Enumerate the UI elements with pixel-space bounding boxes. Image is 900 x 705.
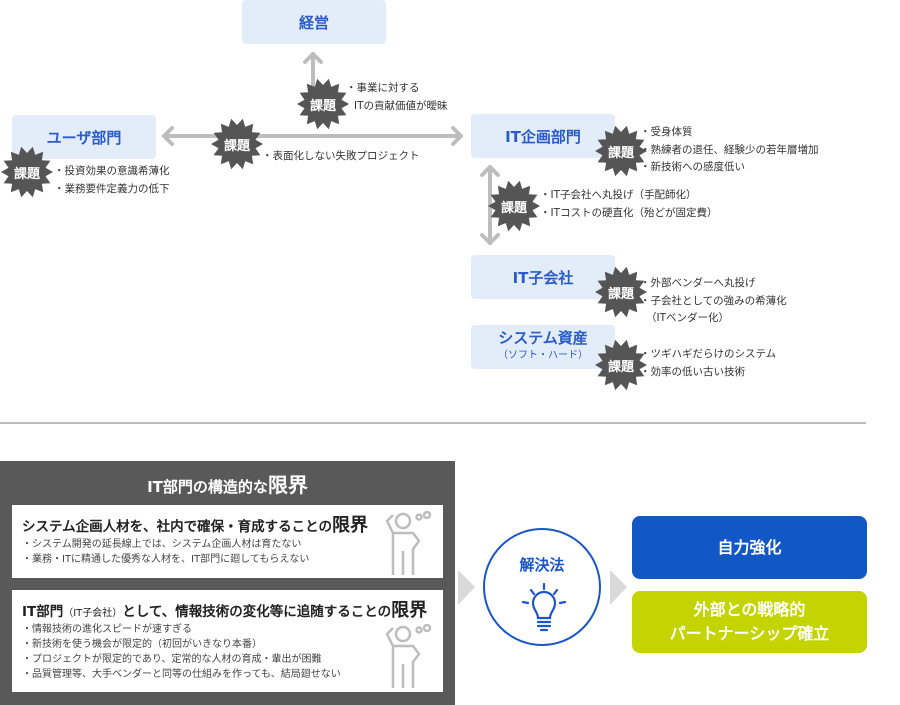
panel-title: IT部門の構造的な限界 xyxy=(0,469,455,498)
issue-badge-label: 課題 xyxy=(223,138,250,154)
title-emph: 限界 xyxy=(331,515,368,536)
issue-burst-icon: 課題 xyxy=(488,180,540,232)
issue-note-management: ・事業に対する ITの貢献価値が曖昧 xyxy=(346,80,448,115)
chevron-right-icon xyxy=(610,570,627,605)
solution-strategic-partnership: 外部との戦略的パートナーシップ確立 xyxy=(632,591,867,653)
issue-item: ・新技術への感度低い xyxy=(640,161,745,173)
limit-item: ・情報技術の進化スピードが速すぎる xyxy=(22,624,192,635)
thinking-person-icon xyxy=(385,511,432,575)
issue-item: ・ツギハギだらけのシステム xyxy=(640,348,777,360)
issue-item: ・子会社としての強みの希薄化 xyxy=(640,294,787,307)
solution-option-label: 自力強化 xyxy=(717,537,782,557)
chevron-right-icon xyxy=(458,570,475,605)
issue-item: ・ITコストの硬直化（殆どが固定費） xyxy=(540,206,718,219)
issue-item: ・受身体質 xyxy=(640,126,693,138)
issue-note-it-subsidiary: ・外部ベンダーへ丸投げ・子会社としての強みの希薄化 （ITベンダー化） xyxy=(640,275,787,328)
issue-badge-label: 課題 xyxy=(607,286,634,302)
limit-box-title: システム企画人材を、社内で確保・育成することの限界 xyxy=(22,511,433,537)
issue-item: ・IT子会社へ丸投げ（手配師化） xyxy=(540,189,697,201)
issue-item: ITの貢献価値が曖昧 xyxy=(354,99,448,112)
issue-item: ・外部ベンダーへ丸投げ xyxy=(640,277,756,289)
issue-item: ・事業に対する xyxy=(346,82,420,94)
node-system-assets: システム資産 （ソフト・ハード） xyxy=(471,325,615,369)
issue-item: （ITベンダー化） xyxy=(646,312,730,324)
limit-box-technology: IT部門（IT子会社）として、情報技術の変化等に追随することの限界 ・情報技術の… xyxy=(12,590,443,692)
node-label: IT企画部門 xyxy=(505,127,581,146)
issue-note-it-planning: ・受身体質・熟練者の退任、経験少の若年層増加・新技術への感度低い xyxy=(640,124,819,177)
issue-item: ・投資効果の意識希薄化 xyxy=(54,165,170,177)
title-small: （IT子会社） xyxy=(63,608,123,619)
issue-note-user-link: ・表面化しない失敗プロジェクト xyxy=(262,148,420,166)
node-management: 経営 xyxy=(242,0,386,44)
structural-limits-panel: IT部門の構造的な限界 システム企画人材を、社内で確保・育成することの限界 ・シ… xyxy=(0,461,455,705)
issue-burst-icon: 課題 xyxy=(595,125,647,177)
limit-item: ・システム開発の延長線上では、システム企画人材は育たない xyxy=(22,539,302,550)
issue-burst-icon: 課題 xyxy=(297,78,349,130)
issue-burst-icon: 課題 xyxy=(1,146,53,198)
issue-badge-label: 課題 xyxy=(309,98,336,114)
node-label: システム資産 xyxy=(498,329,588,347)
solution-option-label: 外部との戦略的 xyxy=(693,600,806,619)
limit-box-title: IT部門（IT子会社）として、情報技術の変化等に追随することの限界 xyxy=(22,596,433,622)
solution-self-strengthening: 自力強化 xyxy=(632,516,867,579)
panel-title-emph: 限界 xyxy=(267,473,308,497)
limit-item: ・品質管理等、大手ベンダーと同等の仕組みを作っても、結局廻せない xyxy=(22,669,341,680)
issue-item: ・業務要件定義力の低下 xyxy=(54,182,170,195)
node-sublabel: （ソフト・ハード） xyxy=(498,350,588,361)
node-it-subsidiary: IT子会社 xyxy=(471,255,615,299)
solution-option-label: パートナーシップ確立 xyxy=(669,624,830,643)
lightbulb-icon xyxy=(521,582,567,632)
issue-item: ・熟練者の退任、経験少の若年層増加 xyxy=(640,143,819,156)
panel-title-text: IT部門の構造的な xyxy=(147,478,268,496)
issue-burst-icon: 課題 xyxy=(595,339,647,391)
title-text: IT部門 xyxy=(22,604,64,620)
node-it-planning: IT企画部門 xyxy=(471,114,615,158)
issue-badge-label: 課題 xyxy=(607,359,634,375)
issue-item: ・効率の低い古い技術 xyxy=(640,365,745,378)
node-label: IT子会社 xyxy=(512,268,574,287)
title-emph: 限界 xyxy=(391,600,428,621)
thinking-person-icon xyxy=(385,624,432,688)
issue-note-planning-subsidiary: ・IT子会社へ丸投げ（手配師化） ・ITコストの硬直化（殆どが固定費） xyxy=(540,187,718,222)
limit-item: ・業務・ITに精通した優秀な人材を、IT部門に廻してもらえない xyxy=(22,554,310,565)
limit-item: ・新技術を使う機会が限定的（初回がいきなり本番） xyxy=(22,639,262,650)
issue-note-user-dept: ・投資効果の意識希薄化・業務要件定義力の低下 xyxy=(54,163,170,198)
title-text: システム企画人材を、社内で確保・育成することの xyxy=(22,519,332,535)
node-user-dept: ユーザ部門 xyxy=(12,115,156,159)
issue-badge-label: 課題 xyxy=(500,200,527,216)
node-label: ユーザ部門 xyxy=(46,128,122,147)
issue-burst-icon: 課題 xyxy=(211,118,263,170)
limit-item: ・プロジェクトが限定的であり、定常的な人材の育成・輩出が困難 xyxy=(22,654,322,665)
limit-box-talent: システム企画人材を、社内で確保・育成することの限界 ・システム開発の延長線上では… xyxy=(12,505,443,578)
issue-note-system-assets: ・ツギハギだらけのシステム・効率の低い古い技術 xyxy=(640,346,776,381)
issue-badge-label: 課題 xyxy=(13,166,40,182)
title-text: として、情報技術の変化等に追随することの xyxy=(122,604,392,620)
issue-item: ・表面化しない失敗プロジェクト xyxy=(262,150,420,162)
issue-burst-icon: 課題 xyxy=(595,266,647,318)
solution-circle: 解決法 xyxy=(483,528,601,646)
solution-label: 解決法 xyxy=(519,556,565,574)
issue-badge-label: 課題 xyxy=(607,145,634,161)
node-label: 経営 xyxy=(298,13,329,32)
